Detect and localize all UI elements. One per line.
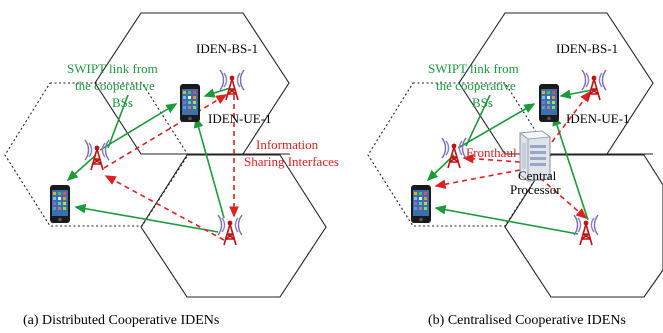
- swipt-label-line-3: BSs: [472, 95, 493, 110]
- caption-b: (b) Centralised Cooperative IDENs: [428, 313, 626, 328]
- panel-b: IDEN-BS-1 IDEN-UE-1 SWIPT link from the …: [367, 12, 663, 328]
- cp-label-line-1: Central: [518, 168, 557, 183]
- ue-label: IDEN-UE-1: [208, 111, 272, 126]
- swipt-link: [434, 205, 579, 235]
- info-label-line-2: Sharing Interfaces: [244, 154, 339, 169]
- panel-a: IDEN-BS-1 IDEN-UE-1 SWIPT link from the …: [4, 12, 339, 328]
- swipt-link: [66, 154, 97, 182]
- fronthaul-link: [434, 169, 521, 189]
- cell-bottom: [504, 154, 663, 298]
- cp-label-line-2: Processor: [510, 182, 561, 197]
- swipt-label-line-2: the cooperative: [75, 78, 155, 93]
- base-station-tower-icon: [581, 69, 607, 101]
- swipt-link: [203, 87, 231, 98]
- info-label-line-1: Information: [256, 137, 319, 152]
- swipt-link: [74, 203, 219, 233]
- info-link: [104, 175, 225, 241]
- bs-label: IDEN-BS-1: [556, 41, 618, 56]
- smartphone-icon: [50, 185, 70, 223]
- swipt-label-line-2: the cooperative: [436, 78, 516, 93]
- caption-a: (a) Distributed Cooperative IDENs: [23, 313, 219, 328]
- swipt-link: [426, 154, 455, 182]
- swipt-label-line-3: BSs: [112, 95, 133, 110]
- base-station-tower-icon: [219, 69, 245, 101]
- swipt-link: [552, 114, 589, 221]
- smartphone-icon: [180, 84, 200, 122]
- swipt-label-line-1: SWIPT link from: [428, 61, 519, 76]
- fronthaul-link: [462, 153, 521, 164]
- swipt-label-pointer: [107, 94, 129, 149]
- bs-label: IDEN-BS-1: [196, 41, 258, 56]
- fronthaul-label: Fronthaul: [466, 145, 517, 160]
- base-station-tower-icon: [84, 139, 110, 171]
- swipt-link: [193, 116, 225, 219]
- info-link: [103, 94, 228, 169]
- smartphone-icon: [411, 185, 431, 223]
- fronthaul-link: [551, 90, 591, 143]
- cell-bottom: [140, 154, 327, 298]
- swipt-link: [99, 103, 178, 151]
- smartphone-icon: [539, 84, 559, 122]
- swipt-label-pointer: [465, 94, 491, 147]
- swipt-label-line-1: SWIPT link from: [67, 61, 158, 76]
- base-station-tower-icon: [217, 214, 243, 246]
- fronthaul-link: [539, 177, 588, 220]
- ue-label: IDEN-UE-1: [566, 111, 630, 126]
- base-station-tower-icon: [573, 214, 599, 246]
- swipt-link: [457, 103, 536, 149]
